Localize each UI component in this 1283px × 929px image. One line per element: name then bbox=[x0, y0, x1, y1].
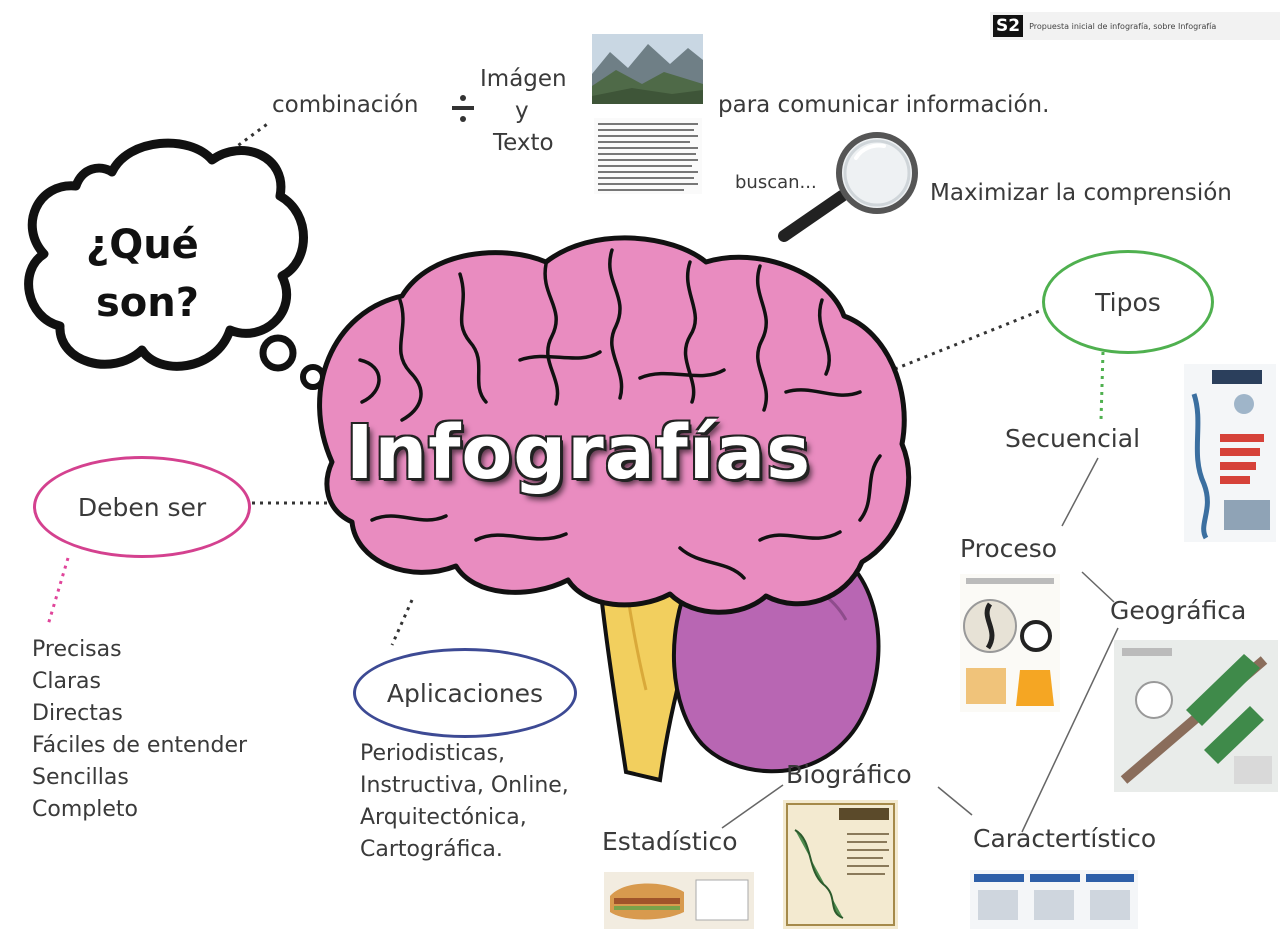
connector-brain-tipos bbox=[879, 308, 1043, 377]
image-label: Imágen bbox=[480, 66, 567, 92]
secuencial-example-thumbnail bbox=[1184, 364, 1276, 542]
tipo-biografico: Biográfico bbox=[786, 760, 912, 789]
deben-ser-item: Sencillas bbox=[32, 765, 129, 790]
center-title: Infografías bbox=[346, 410, 812, 496]
deben-ser-item: Claras bbox=[32, 669, 101, 694]
connector-biografico-caracteristico bbox=[937, 786, 973, 816]
goal-label: Maximizar la comprensión bbox=[930, 180, 1232, 206]
aplicaciones-list: Periodisticas, Instructiva, Online, Arqu… bbox=[360, 738, 569, 866]
aplicaciones-item: Cartográfica. bbox=[360, 837, 503, 862]
landscape-thumbnail bbox=[592, 34, 703, 104]
deben-ser-label: Deben ser bbox=[77, 492, 207, 522]
question-line-1: ¿Qué bbox=[86, 222, 199, 268]
combination-label: combinación bbox=[272, 92, 419, 118]
connector-biografico-estadistico bbox=[721, 784, 784, 829]
aplicaciones-label: Aplicaciones bbox=[386, 678, 544, 708]
connector-tipos-secuencial bbox=[1099, 351, 1105, 421]
header-badge-caption: Propuesta inicial de infografía, sobre I… bbox=[1029, 21, 1217, 31]
connector-deben-ser-list bbox=[46, 557, 70, 626]
tipo-secuencial: Secuencial bbox=[1005, 424, 1141, 453]
text-label: Texto bbox=[493, 130, 554, 156]
deben-ser-item: Precisas bbox=[32, 637, 122, 662]
connector-secuencial-proceso bbox=[1061, 457, 1099, 527]
aplicaciones-item: Periodisticas, bbox=[360, 741, 505, 766]
tipo-geografica: Geográfica bbox=[1110, 596, 1247, 625]
proceso-example-thumbnail bbox=[960, 574, 1060, 712]
tipo-caracteristico: Caractertístico bbox=[973, 824, 1157, 853]
tipo-proceso: Proceso bbox=[960, 534, 1058, 563]
connector-cloud-definition bbox=[231, 120, 271, 152]
aplicaciones-item: Arquitectónica, bbox=[360, 805, 527, 830]
tipos-node: Tipos bbox=[1042, 250, 1214, 354]
header-badge-code: S2 bbox=[993, 15, 1024, 37]
text-document-thumbnail bbox=[594, 118, 702, 194]
y-label: y bbox=[515, 98, 529, 124]
deben-ser-list: Precisas Claras Directas Fáciles de ente… bbox=[32, 634, 247, 826]
deben-ser-item: Fáciles de entender bbox=[32, 733, 248, 758]
thought-cloud-shape bbox=[24, 138, 326, 390]
question-line-2: son? bbox=[96, 280, 199, 326]
caracteristico-example-thumbnail bbox=[970, 870, 1138, 929]
biografico-example-thumbnail bbox=[783, 800, 898, 929]
aplicaciones-item: Instructiva, Online, bbox=[360, 773, 569, 798]
connector-brain-aplicaciones bbox=[390, 599, 414, 646]
magnifier-illustration bbox=[778, 132, 918, 242]
brain-illustration bbox=[317, 235, 912, 783]
aplicaciones-node: Aplicaciones bbox=[353, 648, 577, 738]
purpose-label: para comunicar información. bbox=[718, 92, 1050, 118]
deben-ser-node: Deben ser bbox=[33, 456, 251, 558]
deben-ser-item: Completo bbox=[32, 797, 138, 822]
connector-geografica-caracteristico bbox=[1021, 627, 1119, 833]
geografica-example-thumbnail bbox=[1114, 640, 1278, 792]
division-icon bbox=[452, 95, 474, 122]
seek-label: buscan... bbox=[735, 172, 817, 193]
connector-proceso-geografica bbox=[1081, 571, 1115, 603]
deben-ser-item: Directas bbox=[32, 701, 123, 726]
estadistico-example-thumbnail bbox=[604, 872, 754, 929]
tipo-estadistico: Estadístico bbox=[602, 827, 738, 856]
tipos-label: Tipos bbox=[1095, 287, 1161, 317]
header-badge: S2 Propuesta inicial de infografía, sobr… bbox=[990, 12, 1280, 40]
